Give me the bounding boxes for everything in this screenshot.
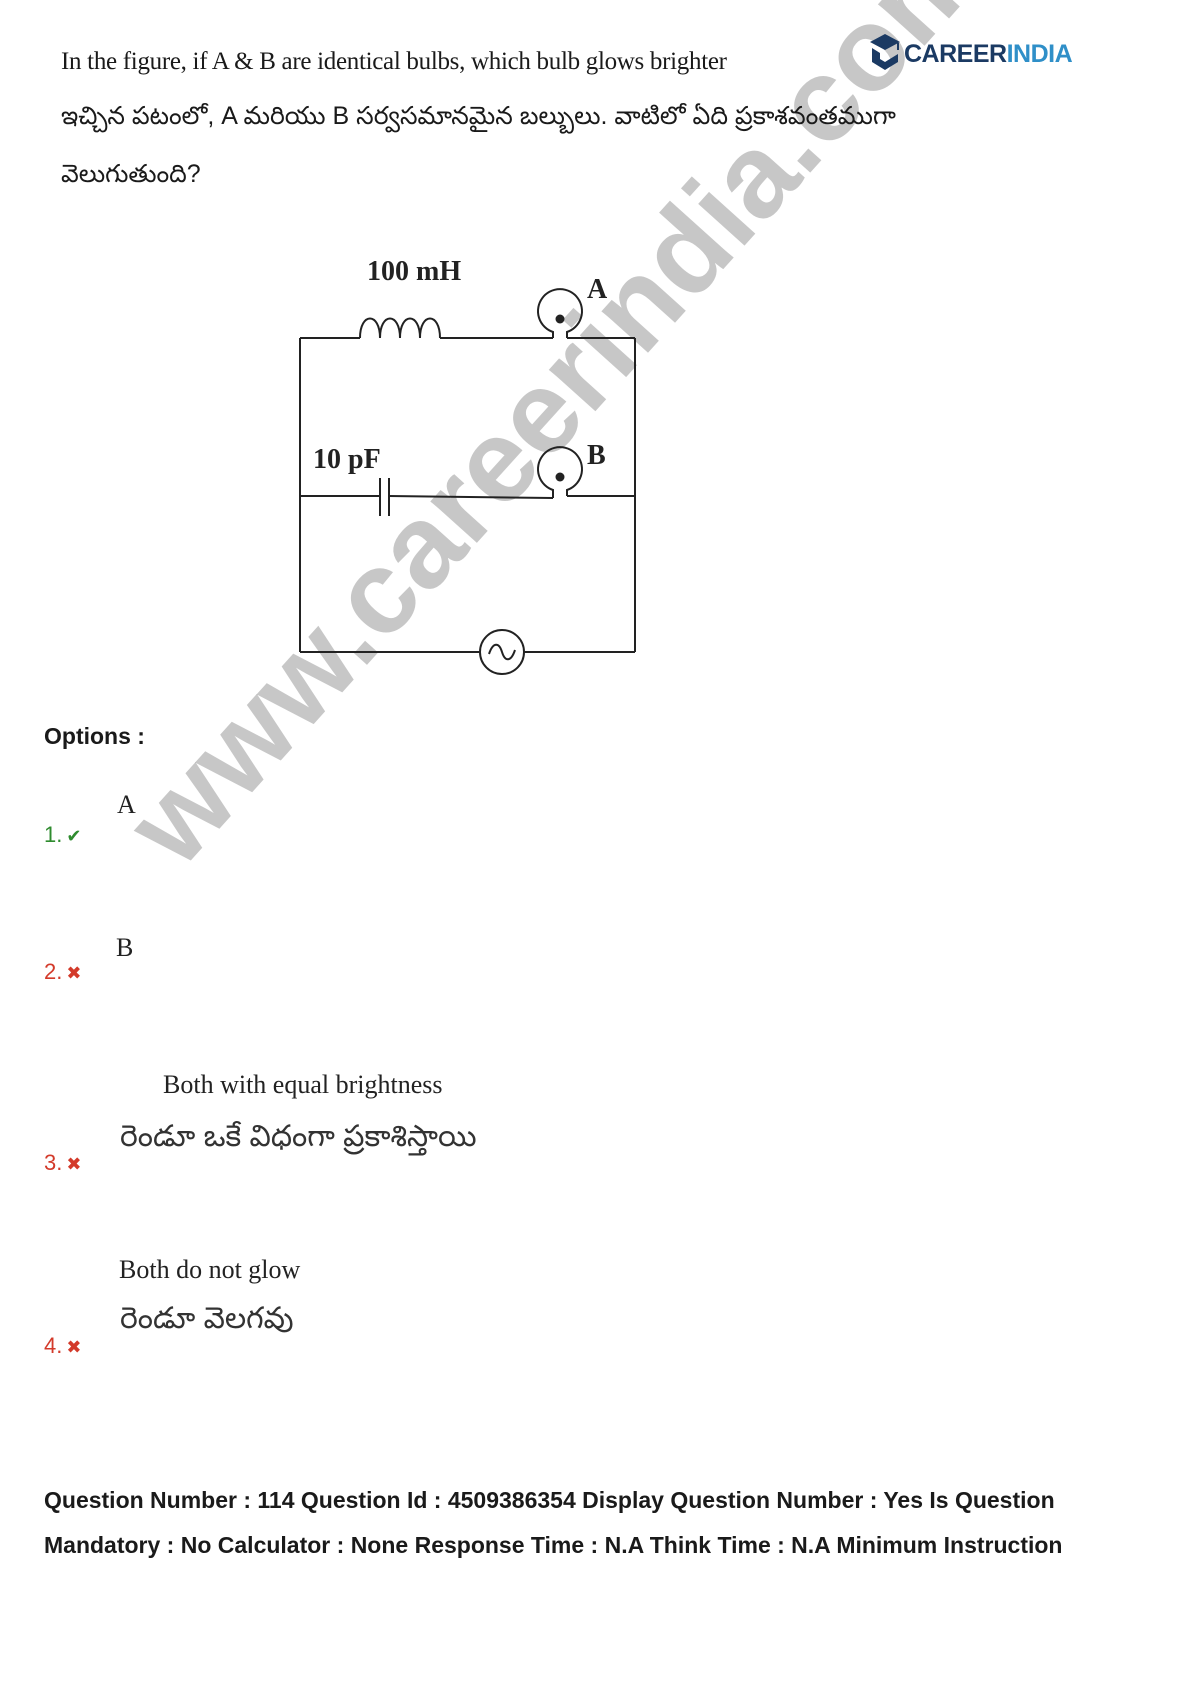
bulb-a-label: A — [587, 274, 608, 305]
circuit-diagram: 100 mH A 10 pF B — [299, 256, 636, 675]
option-3-text-telugu[interactable]: రెండూ ఒకే విధంగా ప్రకాశిస్తాయి — [120, 1120, 477, 1153]
ac-source-icon — [479, 629, 525, 675]
question-text-telugu-line1: ఇచ్చిన పటంలో, A మరియు B సర్వసమానమైన బల్బ… — [61, 102, 896, 130]
option-4-number: 4.✖ — [44, 1333, 82, 1358]
option-2-text[interactable]: B — [116, 933, 134, 962]
question-text-english: In the figure, if A & B are identical bu… — [61, 48, 727, 75]
option-1-number: 1.✔ — [44, 822, 82, 847]
option-4-text-english[interactable]: Both do not glow — [119, 1255, 301, 1284]
option-2-number: 2.✖ — [44, 959, 82, 984]
option-4-text-telugu[interactable]: రెండూ వెలగవు — [120, 1302, 294, 1335]
bulb-b-label: B — [587, 440, 606, 471]
logo-text: CAREERINDIA — [904, 39, 1073, 68]
logo-emblem-icon — [870, 34, 900, 70]
cross-icon: ✖ — [66, 963, 82, 983]
question-text-telugu-line2: వెలుగుతుంది? — [61, 160, 201, 188]
option-1-text[interactable]: A — [117, 790, 136, 819]
inductor-icon — [359, 317, 441, 339]
bulb-b-icon — [537, 446, 583, 498]
option-3-number: 3.✖ — [44, 1150, 82, 1175]
bulb-a-icon — [537, 288, 583, 338]
cross-icon: ✖ — [66, 1154, 82, 1174]
cross-icon: ✖ — [66, 1337, 82, 1357]
question-meta-line2: Mandatory : No Calculator : None Respons… — [44, 1532, 1063, 1558]
options-heading: Options : — [44, 723, 145, 749]
check-icon: ✔ — [66, 826, 82, 846]
careerindia-logo: CAREERINDIA — [868, 32, 1073, 76]
option-3-text-english[interactable]: Both with equal brightness — [163, 1070, 443, 1099]
capacitor-label: 10 pF — [313, 444, 381, 475]
question-meta-line1: Question Number : 114 Question Id : 4509… — [44, 1487, 1055, 1513]
inductor-label: 100 mH — [367, 256, 461, 287]
capacitor-icon — [379, 478, 390, 516]
